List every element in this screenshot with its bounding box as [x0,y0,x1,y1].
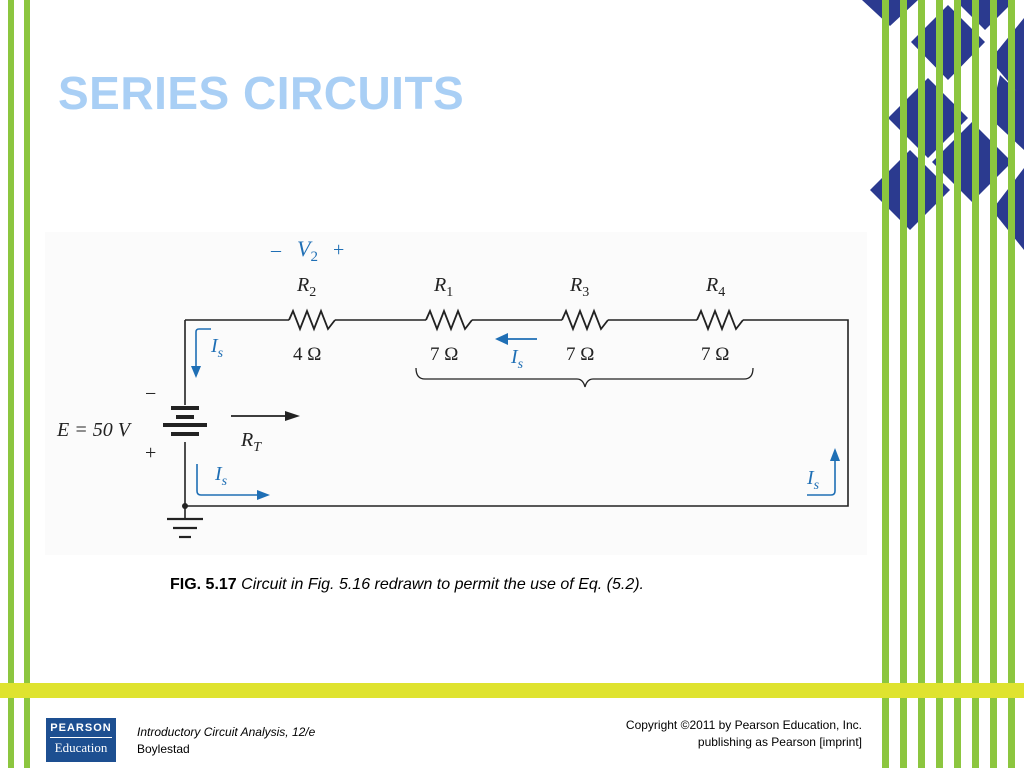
rt-arrow [231,411,300,421]
diamond [990,75,1024,150]
copyright-line-1: Copyright ©2011 by Pearson Education, In… [625,718,862,732]
current-label-middle: Is [510,346,524,372]
total-resistance-label: RT [240,429,262,455]
footer-divider-band [0,683,1024,698]
copyright-notice: Copyright ©2011 by Pearson Education, In… [626,717,862,751]
resistor-r4 [696,308,744,332]
circuit-wires [184,319,849,518]
right-stripes [882,0,1015,768]
current-label-bottom-left: Is [214,463,228,489]
current-arrow-middle [495,333,537,345]
series-brace [415,367,754,388]
battery-minus: − [145,383,156,405]
figure-caption: FIG. 5.17 Circuit in Fig. 5.16 redrawn t… [170,576,644,594]
resistor-r1-label: R1 [433,274,453,300]
diamond [862,0,918,26]
logo-bottom-text: Education [54,740,108,755]
diamond [955,0,1015,30]
battery-symbol [163,406,207,436]
left-stripe-outer [8,0,14,768]
resistor-r4-value: 7 Ω [701,344,729,365]
book-author: Boylestad [137,742,190,756]
current-arrow-bottom-left [196,464,270,500]
battery-plus: + [145,442,156,464]
resistor-r1 [425,308,473,332]
current-arrow-right [807,448,840,496]
logo-top-text: PEARSON [50,722,112,734]
diamond [888,78,968,158]
diamond [911,5,985,80]
book-info: Introductory Circuit Analysis, 12/e Boyl… [137,724,315,758]
ground-node [182,503,188,509]
source-voltage-label: E = 50 V [56,419,133,441]
copyright-line-2: publishing as Pearson [imprint] [697,735,862,749]
book-title: Introductory Circuit Analysis, 12/e [137,725,316,739]
series-circuit-diagram: R2 R1 R3 R4 4 Ω 7 Ω 7 Ω 7 Ω – V2 + − + E… [56,236,849,539]
resistor-r3-label: R3 [569,274,589,300]
logo-divider [50,737,112,738]
diamond [870,150,950,230]
current-label-top-left: Is [210,335,224,361]
left-stripe-inner [24,0,30,768]
resistor-r3 [561,308,609,332]
resistor-r1-value: 7 Ω [430,344,458,365]
resistor-r2-label: R2 [296,274,316,300]
voltage-minus: – [270,239,282,261]
resistor-r3-value: 7 Ω [566,344,594,365]
resistor-r2 [288,308,336,332]
current-label-right: Is [806,467,820,493]
slide-title: SERIES CIRCUITS [58,67,465,119]
voltage-v2-label: V2 [297,236,318,265]
figure-panel [45,232,867,555]
figure-caption-text: Circuit in Fig. 5.16 redrawn to permit t… [236,576,644,593]
current-arrow-top-left [191,328,211,378]
diamond [990,18,1024,100]
pearson-education-logo: PEARSON Education [46,718,116,762]
ground-symbol [167,517,203,539]
resistor-r2-value: 4 Ω [293,344,321,365]
resistor-r4-label: R4 [705,274,725,300]
figure-number: FIG. 5.17 [170,576,237,593]
voltage-plus: + [333,239,344,261]
